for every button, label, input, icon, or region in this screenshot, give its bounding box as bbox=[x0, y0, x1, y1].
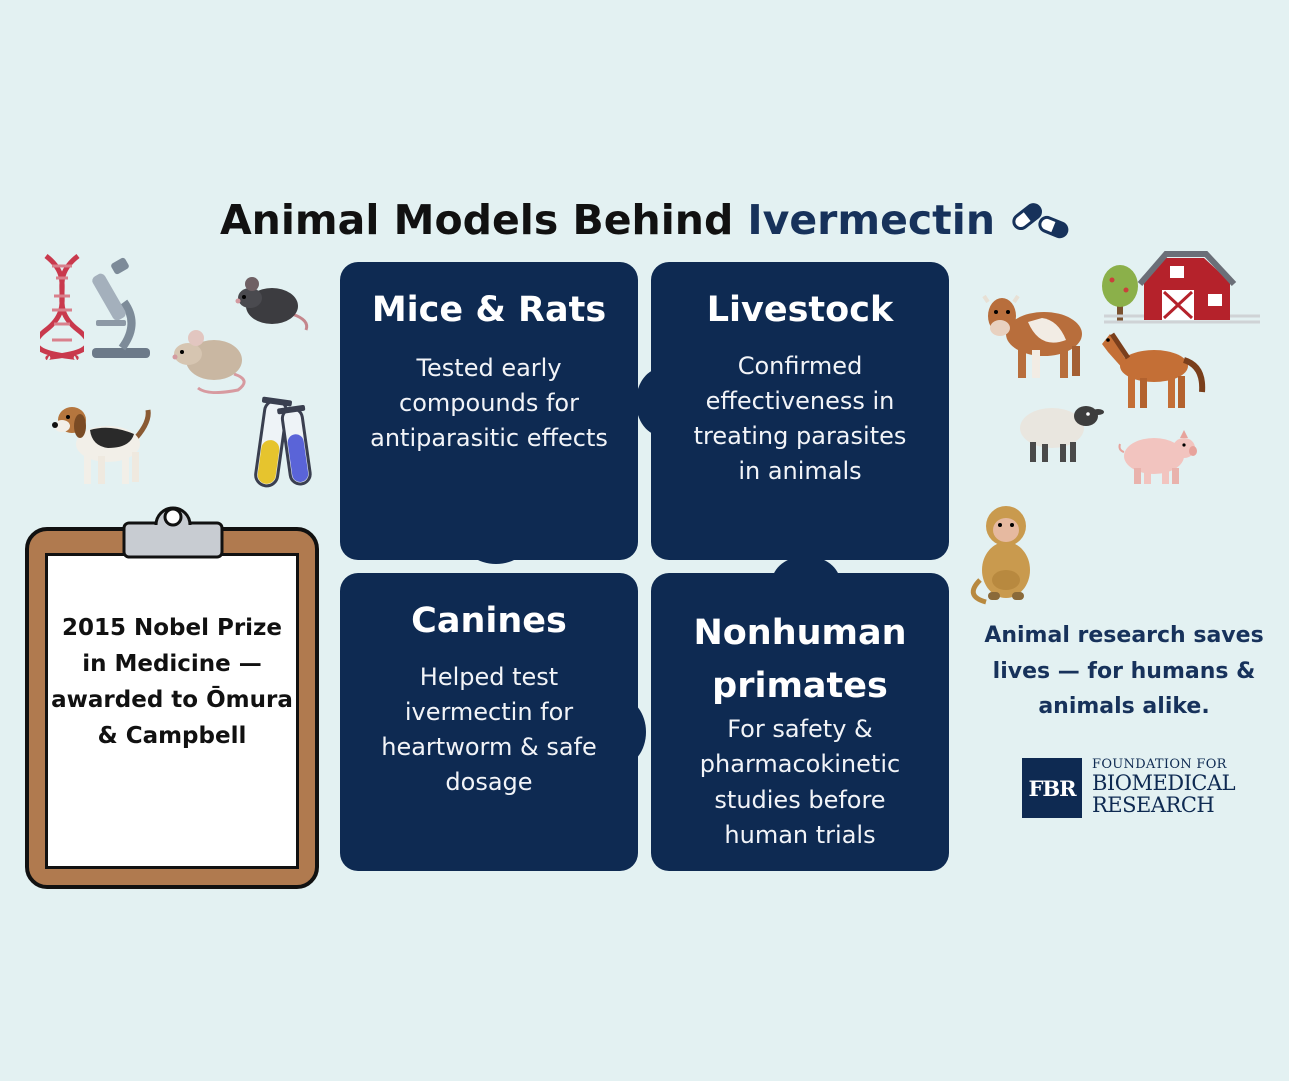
logo-line-2: BIOMEDICAL bbox=[1092, 771, 1236, 795]
page-title: Animal Models Behind Ivermectin bbox=[0, 190, 1289, 250]
beagle-icon bbox=[52, 407, 151, 484]
sheep-icon bbox=[1020, 406, 1104, 462]
logo-line-1: FOUNDATION FOR bbox=[1092, 757, 1227, 772]
piece-nonhuman-primates: Nonhuman primates For safety & pharmacok… bbox=[651, 573, 949, 871]
piece-livestock: Livestock Confirmed effectiveness in tre… bbox=[651, 262, 949, 560]
clipboard-paper: 2015 Nobel Prize in Medicine — awarded t… bbox=[45, 553, 299, 869]
piece-canines: Canines Helped test ivermectin for heart… bbox=[340, 573, 638, 871]
piece-mice-rats: Mice & Rats Tested early compounds for a… bbox=[340, 262, 638, 560]
side-message: Animal research saves lives — for humans… bbox=[984, 623, 1264, 720]
monkey-icon bbox=[970, 506, 1030, 605]
pill-icon bbox=[1012, 203, 1069, 239]
logo-words: FOUNDATION FOR BIOMEDICAL RESEARCH bbox=[1092, 757, 1236, 817]
piece-title: Mice & Rats bbox=[371, 290, 607, 330]
piece-text: Tested early compounds for antiparasitic… bbox=[370, 353, 608, 453]
piece-title: Canines bbox=[411, 601, 567, 641]
mouse-icon bbox=[172, 330, 246, 394]
test-tubes-icon bbox=[254, 396, 312, 488]
logo-line-3: RESEARCH bbox=[1092, 793, 1215, 817]
piece-text: Confirmed effectiveness in treating para… bbox=[693, 351, 907, 486]
microscope-icon bbox=[92, 257, 150, 358]
piece-title: Nonhuman primates bbox=[693, 613, 907, 706]
rat-icon bbox=[235, 277, 309, 331]
fbr-logo: FBR FOUNDATION FOR BIOMEDICAL RESEARCH bbox=[1022, 758, 1262, 822]
logo-mark: FBR bbox=[1022, 758, 1082, 818]
dna-icon bbox=[40, 254, 84, 360]
piece-text: Helped test ivermectin for heartworm & s… bbox=[381, 662, 597, 797]
tree-icon bbox=[1102, 265, 1138, 322]
cow-icon bbox=[982, 294, 1082, 378]
puzzle: Mice & Rats Tested early compounds for a… bbox=[330, 252, 960, 882]
horse-icon bbox=[1102, 332, 1206, 408]
title-accent: Ivermectin bbox=[747, 196, 996, 244]
piece-text: For safety & pharmacokinetic studies bef… bbox=[699, 715, 901, 849]
piece-title: Livestock bbox=[706, 290, 894, 330]
barn-icon bbox=[1104, 251, 1260, 324]
nobel-prize-text: 2015 Nobel Prize in Medicine — awarded t… bbox=[51, 615, 293, 749]
clipboard: 2015 Nobel Prize in Medicine — awarded t… bbox=[25, 527, 319, 889]
title-main: Animal Models Behind bbox=[219, 196, 734, 244]
clipboard-clip-icon bbox=[122, 506, 224, 559]
pig-icon bbox=[1118, 430, 1197, 484]
